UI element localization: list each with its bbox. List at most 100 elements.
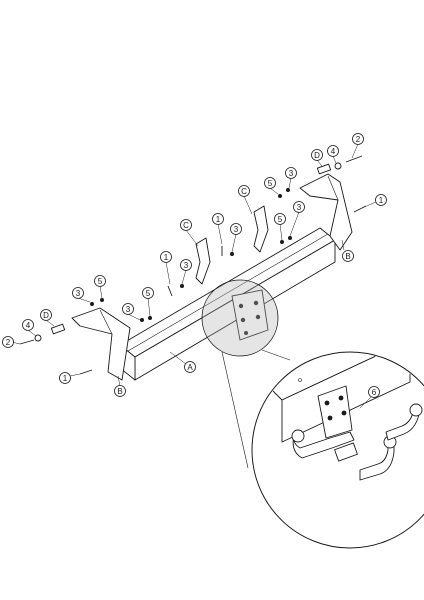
left-bracket-fold: [99, 309, 113, 335]
beam-edge-line: [127, 233, 329, 352]
nut-5-lower: [148, 316, 152, 320]
callout-text: 2: [356, 135, 361, 144]
washer-4-right: [334, 162, 342, 170]
plate-hole-3: [240, 317, 246, 323]
washer-4-left: [34, 334, 42, 342]
callout-text: 5: [278, 215, 283, 224]
right-bracket-plate: [299, 173, 353, 251]
callout-c1-right: 1: [375, 194, 387, 206]
callout-c5-left: 5: [94, 275, 106, 287]
detail-plate-hole-2: [338, 395, 344, 401]
mid-bracket-right: [253, 205, 269, 253]
callout-text: C: [241, 187, 247, 196]
plate-hole-5: [244, 331, 248, 335]
callout-c4-right: 4: [327, 145, 339, 157]
right-side-bracket: [299, 173, 353, 251]
callout-c3-center: 3: [180, 259, 192, 271]
bolt-1-left: [79, 369, 93, 375]
nut-5-right-top: [278, 194, 282, 198]
detail-plate-hole-4: [341, 410, 347, 416]
callout-text: 4: [331, 147, 336, 156]
detail-beam-top: [261, 353, 411, 401]
plate-hole-2: [253, 300, 259, 306]
detail-plate-hole-3: [327, 415, 333, 421]
callout-text: 3: [126, 305, 131, 314]
detail-view: [251, 349, 424, 549]
callout-text: 1: [216, 215, 221, 224]
bolt-2-left: [19, 339, 35, 345]
detail-beam-hole-1: [298, 378, 302, 382]
callout-c3-right-top: 3: [285, 167, 297, 179]
callout-c1-mid: 1: [212, 213, 224, 225]
callout-c1-center: 1: [160, 251, 172, 263]
nut-5-right-mid: [280, 240, 284, 244]
callout-cC-mid: C: [180, 219, 192, 231]
callout-text: D: [43, 311, 49, 320]
callout-c1-left: 1: [59, 372, 71, 384]
nut-3-mid: [230, 252, 234, 256]
fasteners: [19, 155, 367, 375]
spacer-D-right: [316, 163, 332, 175]
callout-text: D: [314, 151, 320, 160]
nut-3-right-mid: [288, 236, 292, 240]
electric-socket: [334, 442, 358, 462]
detail-magnifier-circle: [201, 279, 279, 357]
plate-hole-4: [255, 314, 261, 320]
callout-text: 3: [297, 203, 302, 212]
callout-text: 1: [164, 253, 169, 262]
detail-connector-bottom: [221, 351, 249, 469]
callout-text: 3: [76, 289, 81, 298]
callout-text: B: [345, 252, 350, 261]
installed-tow-ball: [291, 429, 305, 443]
callout-c3-mid-right: 3: [293, 201, 305, 213]
left-side-bracket: [71, 307, 131, 381]
callout-c3-mid: 3: [230, 223, 242, 235]
callout-cB-right: B: [342, 250, 354, 262]
tow-plate-center: [231, 289, 269, 341]
callout-c3-lower: 3: [122, 303, 134, 315]
nut-5-left: [100, 298, 104, 302]
callout-text: B: [117, 387, 122, 396]
callout-text: 6: [372, 388, 377, 397]
callout-c5-right: 5: [264, 177, 276, 189]
callout-c5-mid-right: 5: [274, 213, 286, 225]
callout-text: 1: [379, 196, 384, 205]
right-bracket-fold: [327, 175, 339, 201]
bolt-1-center: [167, 285, 173, 297]
callout-text: 5: [268, 179, 273, 188]
callout-cB-left: B: [114, 385, 126, 397]
callout-text: 5: [98, 277, 103, 286]
detail-plate-hole-1: [324, 400, 330, 406]
spare-tow-ball-upper: [409, 403, 423, 417]
callout-text: 3: [234, 225, 239, 234]
callout-c4-left: 4: [22, 319, 34, 331]
leader-lines: [11, 143, 377, 409]
callout-text: A: [187, 363, 193, 372]
callout-text: 1: [63, 374, 68, 383]
callout-text: C: [183, 221, 189, 230]
callout-text: 4: [26, 321, 31, 330]
nut-3-left: [90, 302, 94, 306]
nut-3-center: [180, 284, 184, 288]
detail-tow-plate: [317, 385, 353, 439]
callout-text: 2: [6, 338, 11, 347]
callout-cD-left: D: [40, 309, 52, 321]
detail-beam-hole-2: [351, 349, 354, 352]
nut-3-right-top: [286, 188, 290, 192]
mid-bracket-left-plate: [195, 237, 211, 285]
callout-c3-left: 3: [72, 287, 84, 299]
callout-cA: A: [184, 361, 196, 373]
mid-bracket-left: [195, 237, 211, 285]
callout-c2-right: 2: [352, 133, 364, 145]
callout-text: 3: [184, 261, 189, 270]
tow-plate: [231, 289, 269, 341]
mid-bracket-right-plate: [253, 205, 269, 253]
plate-hole-1: [238, 303, 244, 309]
callout-cD-right: D: [311, 149, 323, 161]
nut-3-lower: [140, 318, 144, 322]
callout-c2-left: 2: [2, 336, 14, 348]
callout-cC-right: C: [238, 185, 250, 197]
